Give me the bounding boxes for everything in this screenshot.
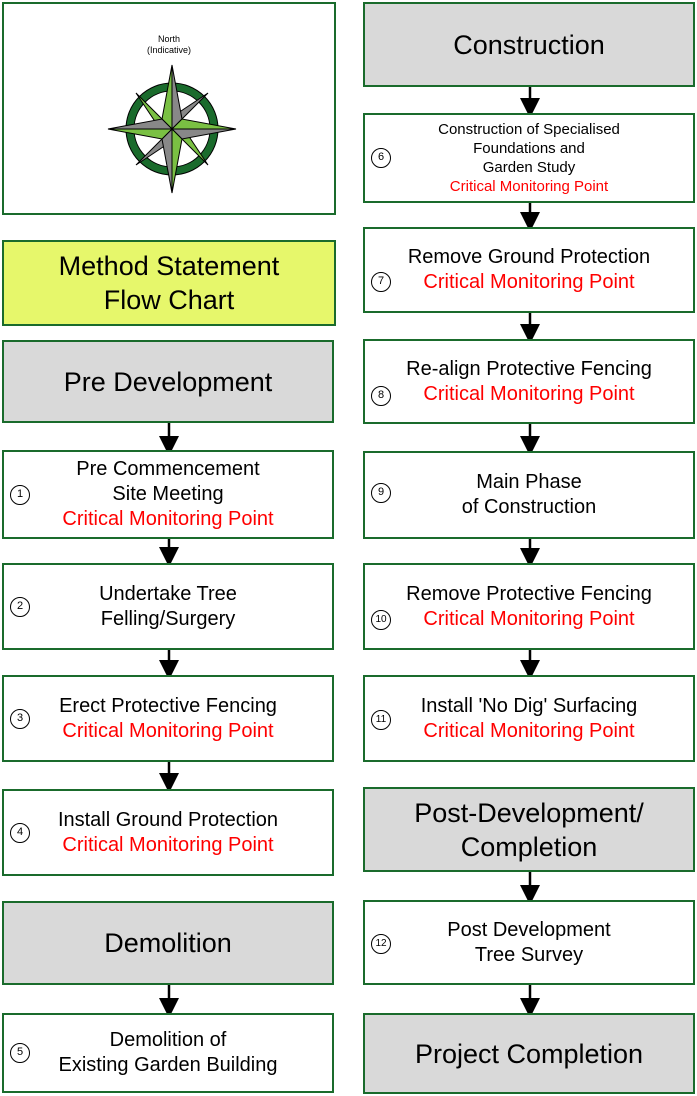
step-5-line2: Existing Garden Building [58, 1054, 278, 1076]
step-12-line2: Tree Survey [474, 943, 584, 966]
critical-monitoring-label: Critical Monitoring Point [423, 719, 635, 742]
step-1-line2: Site Meeting [112, 483, 224, 505]
critical-monitoring-label: Critical Monitoring Point [423, 607, 635, 630]
compass-rose-icon [107, 64, 237, 194]
step-9-line2: of Construction [461, 496, 597, 518]
title-line1: Method Statement [58, 251, 280, 281]
title-line2: Flow Chart [103, 285, 235, 315]
step-number-badge: 4 [10, 823, 30, 843]
step-number-badge: 11 [371, 710, 391, 730]
critical-monitoring-label: Critical Monitoring Point [62, 719, 274, 742]
step-5-box: 5 Demolition of Existing Garden Building [2, 1013, 334, 1093]
construction-header: Construction [363, 2, 695, 87]
step-7-box: 7 Remove Ground Protection Critical Moni… [363, 227, 695, 313]
project-completion-header: Project Completion [363, 1013, 695, 1094]
step-number-badge: 6 [371, 148, 391, 168]
step-4-line1: Install Ground Protection [57, 808, 279, 831]
step-8-line1: Re-align Protective Fencing [406, 357, 652, 380]
step-9-box: 9 Main Phase of Construction [363, 451, 695, 539]
critical-monitoring-label: Critical Monitoring Point [62, 833, 274, 856]
post-development-header: Post-Development/ Completion [363, 787, 695, 872]
step-7-line1: Remove Ground Protection [407, 246, 651, 268]
step-2-line2: Felling/Surgery [100, 607, 236, 630]
step-12-box: 12 Post Development Tree Survey [363, 900, 695, 985]
step-6-line2: Foundations and [473, 140, 585, 157]
critical-monitoring-label: Critical Monitoring Point [449, 178, 609, 195]
step-1-line1: Pre Commencement [76, 458, 260, 480]
step-11-box: 11 Install 'No Dig' Surfacing Critical M… [363, 675, 695, 762]
step-9-line1: Main Phase [476, 471, 582, 493]
compass-panel: North (Indicative) [2, 2, 336, 215]
step-1-box: 1 Pre Commencement Site Meeting Critical… [2, 450, 334, 539]
post-development-line2: Completion [460, 831, 598, 862]
step-number-badge: 3 [10, 709, 30, 729]
title-box: Method Statement Flow Chart [2, 240, 336, 326]
critical-monitoring-label: Critical Monitoring Point [62, 508, 274, 530]
step-10-box: 10 Remove Protective Fencing Critical Mo… [363, 563, 695, 650]
step-number-badge: 5 [10, 1043, 30, 1063]
step-12-line1: Post Development [447, 918, 611, 941]
step-6-line3: Garden Study [482, 159, 576, 176]
step-8-box: 8 Re-align Protective Fencing Critical M… [363, 339, 695, 424]
critical-monitoring-label: Critical Monitoring Point [423, 271, 635, 293]
step-6-box: 6 Construction of Specialised Foundation… [363, 113, 695, 203]
north-label: North [157, 34, 180, 44]
step-number-badge: 12 [371, 934, 391, 954]
step-4-box: 4 Install Ground Protection Critical Mon… [2, 789, 334, 876]
step-3-line1: Erect Protective Fencing [59, 694, 277, 717]
north-indicative-label: (Indicative) [146, 45, 191, 55]
step-number-badge: 2 [10, 597, 30, 617]
step-number-badge: 7 [371, 272, 391, 292]
step-number-badge: 9 [371, 483, 391, 503]
critical-monitoring-label: Critical Monitoring Point [423, 382, 635, 405]
step-number-badge: 8 [371, 386, 391, 406]
step-11-line1: Install 'No Dig' Surfacing [420, 694, 638, 717]
post-development-line1: Post-Development/ [414, 797, 644, 828]
pre-development-label: Pre Development [63, 366, 273, 397]
step-10-line1: Remove Protective Fencing [406, 582, 652, 605]
step-5-line1: Demolition of [109, 1029, 227, 1051]
project-completion-label: Project Completion [414, 1038, 644, 1069]
step-3-box: 3 Erect Protective Fencing Critical Moni… [2, 675, 334, 762]
pre-development-header: Pre Development [2, 340, 334, 423]
demolition-label: Demolition [104, 928, 232, 958]
step-6-line1: Construction of Specialised [438, 121, 620, 138]
construction-label: Construction [453, 29, 605, 60]
demolition-header: Demolition [2, 901, 334, 985]
step-2-box: 2 Undertake Tree Felling/Surgery [2, 563, 334, 650]
step-number-badge: 10 [371, 610, 391, 630]
step-number-badge: 1 [10, 485, 30, 505]
step-2-line1: Undertake Tree [99, 582, 237, 605]
